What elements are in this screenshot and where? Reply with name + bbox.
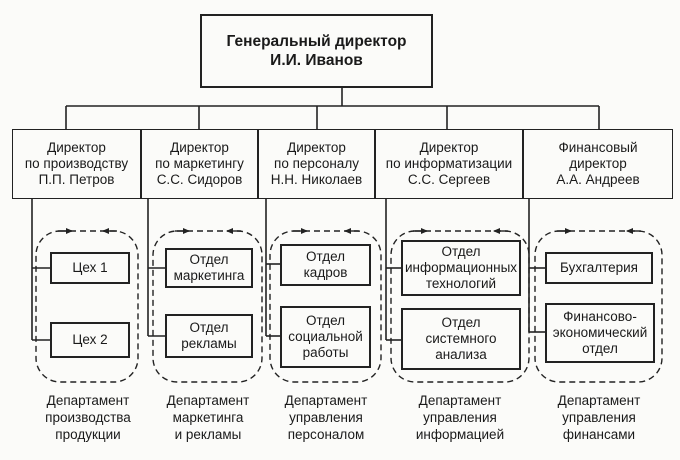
director-name: П.П. Петров: [38, 172, 115, 187]
unit-box-systems-analysis-dept: Отдел системного анализа: [401, 308, 521, 370]
general-director-title: Генеральный директор: [226, 33, 407, 50]
unit-box-accounting: Бухгалтерия: [545, 252, 653, 284]
unit-box-finance-econ-dept: Финансово- экономический отдел: [545, 303, 655, 363]
department-caption-finance: Департамент управления финансами: [557, 393, 641, 442]
director-area: по маркетингу: [155, 156, 244, 171]
director-area: по персоналу: [274, 156, 359, 171]
general-director-box: Генеральный директор И.И. Иванов: [200, 14, 433, 88]
unit-box-workshop-1: Цех 1: [50, 252, 130, 284]
director-it-box: Директор по информатизации С.С. Сергеев: [375, 129, 523, 199]
unit-box-hr-dept: Отдел кадров: [280, 244, 371, 286]
director-title: Директор: [170, 140, 229, 155]
director-title: Директор: [287, 140, 346, 155]
director-area: по информатизации: [385, 156, 513, 171]
unit-box-advertising-dept: Отдел рекламы: [165, 314, 253, 358]
director-name: А.А. Андреев: [556, 172, 640, 187]
director-title: Финансовый: [558, 140, 638, 155]
director-finance-box: Финансовый директор А.А. Андреев: [523, 129, 673, 199]
director-title: Директор: [47, 140, 106, 155]
department-caption-production: Департамент производства продукции: [45, 393, 131, 442]
general-director-name: И.И. Иванов: [270, 52, 363, 69]
unit-box-workshop-2: Цех 2: [50, 322, 130, 358]
unit-box-social-dept: Отдел социальной работы: [280, 306, 371, 368]
unit-box-marketing-dept: Отдел маркетинга: [165, 248, 253, 288]
director-area: по производству: [24, 156, 129, 171]
director-area: директор: [569, 156, 627, 171]
department-caption-marketing: Департамент маркетинга и рекламы: [166, 393, 250, 442]
director-personnel-box: Директор по персоналу Н.Н. Николаев: [258, 129, 375, 199]
director-name: Н.Н. Николаев: [270, 172, 363, 187]
director-marketing-box: Директор по маркетингу С.С. Сидоров: [141, 129, 258, 199]
director-name: С.С. Сидоров: [156, 172, 243, 187]
department-caption-information: Департамент управления информацией: [415, 393, 505, 442]
director-title: Директор: [419, 140, 479, 155]
director-name: С.С. Сергеев: [407, 172, 491, 187]
unit-box-it-dept: Отдел информационных технологий: [401, 240, 521, 296]
director-production-box: Директор по производству П.П. Петров: [12, 129, 141, 199]
department-caption-personnel: Департамент управления персоналом: [284, 393, 368, 442]
